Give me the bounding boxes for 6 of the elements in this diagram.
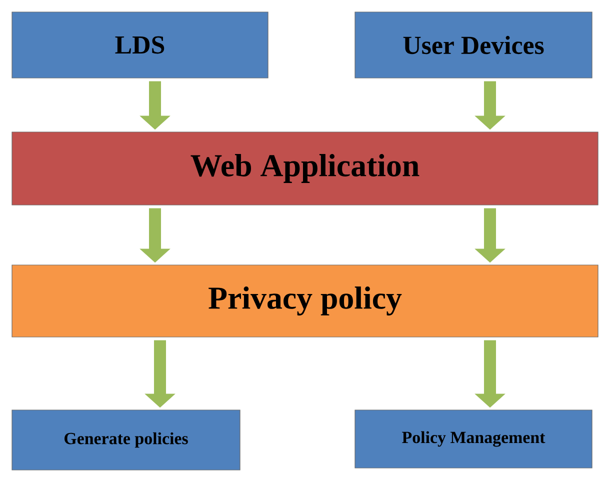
process-box: Web Application [12,132,598,206]
process-box: Privacy policy [12,264,598,338]
process-box: Generate policies [12,410,240,470]
process-box: Policy Management [354,410,592,468]
process-box: LDS [12,12,268,78]
process-box: User Devices [354,12,592,78]
